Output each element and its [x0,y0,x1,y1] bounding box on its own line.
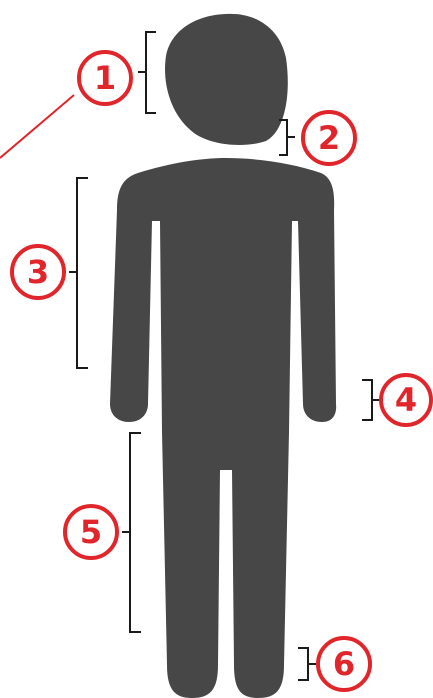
bracket-torso [69,178,88,368]
callout-number: 1 [94,59,116,97]
callout-torso: 3 [12,246,64,298]
callout-number: 6 [333,645,355,683]
silhouette-head [165,14,288,145]
callout-feet: 6 [318,638,370,690]
pointer-line [0,95,74,158]
bracket-neck [279,120,295,155]
callout-hands: 4 [381,375,431,425]
callout-legs: 5 [65,506,117,558]
callout-neck: 2 [303,112,355,164]
callout-number: 4 [395,381,417,419]
bracket-legs [122,433,141,632]
bracket-hands [362,380,380,420]
human-silhouette [110,14,336,698]
callout-number: 2 [318,119,340,157]
bracket-head [138,32,156,113]
callout-head: 1 [79,52,131,104]
callout-number: 3 [27,253,49,291]
callout-number: 5 [80,513,102,551]
bracket-feet [298,648,316,680]
silhouette-body [110,158,336,698]
